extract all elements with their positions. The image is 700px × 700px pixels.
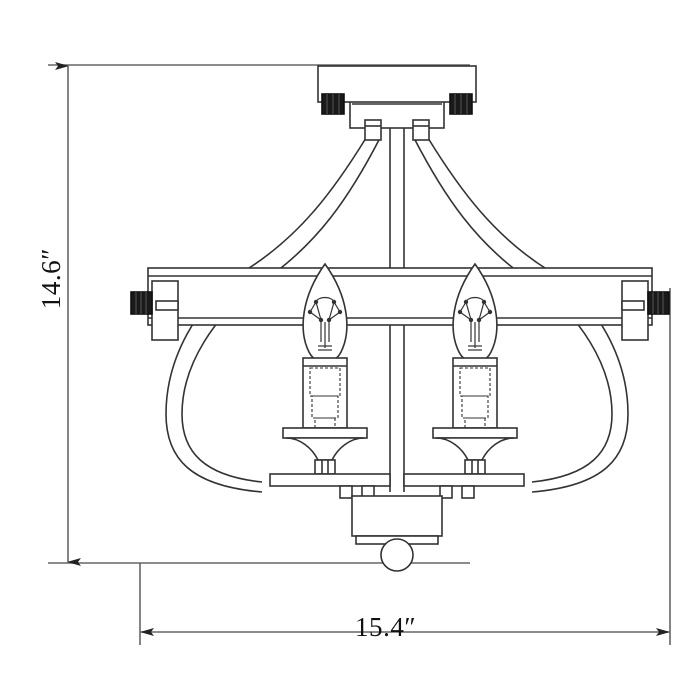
bobeche-left [282, 427, 368, 475]
curved-frame-band-right [413, 137, 629, 493]
side-knob-left [130, 291, 153, 315]
canopy-thumbscrew-left [321, 93, 345, 115]
band-collar-left [364, 119, 382, 141]
socket-arm-left [269, 473, 391, 499]
dimension-lines [48, 64, 671, 645]
width-dimension-label: 15.4″ [355, 612, 417, 642]
bobeche-right [432, 427, 518, 475]
bottom-hub-box [351, 495, 443, 537]
height-dimension-value: 14.6″ [36, 248, 66, 310]
curved-frame-band-left [165, 137, 381, 493]
socket-arm-right [403, 473, 525, 499]
band-collar-right [412, 119, 430, 141]
candle-lamp-left [269, 262, 391, 499]
candle-lamp-right [403, 262, 525, 499]
canopy-thumbscrew-right [449, 93, 473, 115]
horizontal-band-ring [147, 267, 653, 326]
side-bracket-left [151, 280, 179, 341]
side-bracket-right [621, 280, 649, 341]
height-dimension-label: 14.6″ [36, 187, 67, 309]
ball-finial [380, 538, 414, 572]
side-knob-right [647, 291, 670, 315]
canopy-lower-body [349, 99, 445, 129]
